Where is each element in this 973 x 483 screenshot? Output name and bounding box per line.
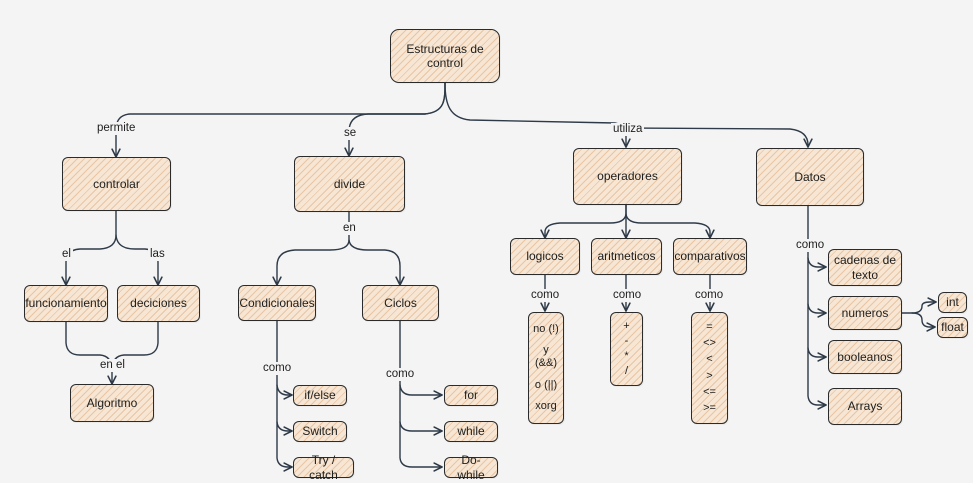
- logicos-node: logicos: [510, 238, 580, 275]
- connector: [399, 421, 443, 472]
- numeros-item-int: int: [938, 292, 967, 313]
- edge-label-las: las: [148, 248, 167, 261]
- numeros-item-float: float: [937, 317, 968, 338]
- edge-label-como-logicos: como: [529, 289, 562, 302]
- divide-node: divide: [294, 156, 405, 212]
- edge-label-como-ciclos: como: [384, 368, 417, 381]
- cond-item-try-catch: Try / catch: [293, 453, 354, 482]
- edge-label-como-aritmeticos: como: [611, 289, 644, 302]
- comparativos-item: >: [706, 369, 713, 382]
- edge-label-utiliza: utiliza: [611, 123, 645, 136]
- edge-label-como-condicionales: como: [261, 362, 294, 375]
- logicos-item: o (||): [534, 378, 558, 391]
- aritmeticos-items-box: + - * /: [610, 312, 643, 386]
- connector: [276, 320, 293, 400]
- connector: [625, 213, 715, 239]
- edge-label-en-el: en el: [98, 359, 127, 372]
- connector: [807, 205, 827, 272]
- deciciones-node: deciciones: [117, 285, 200, 322]
- comparativos-item: <>: [703, 336, 716, 349]
- ciclo-item-while: while: [444, 421, 498, 442]
- edge-label-el: el: [60, 248, 73, 261]
- connector: [625, 127, 813, 148]
- logicos-item: no (!): [533, 323, 559, 335]
- edge-label-se: se: [342, 127, 359, 140]
- aritmeticos-item: -: [624, 334, 629, 347]
- connector: [276, 421, 293, 472]
- connector: [344, 82, 446, 157]
- aritmeticos-item: +: [623, 319, 630, 332]
- logicos-items-box: no (!) y (&&) o (||) xorg: [528, 312, 564, 424]
- comparativos-item: >=: [703, 402, 716, 415]
- logicos-item: y (&&): [535, 344, 557, 370]
- edge-label-como-comparativos: como: [693, 289, 726, 302]
- connector: [540, 204, 627, 239]
- connector: [61, 210, 117, 286]
- edge-label-en: en: [341, 222, 358, 235]
- comparativos-item: <=: [703, 385, 716, 398]
- cond-item-if-else: if/else: [293, 385, 347, 406]
- operadores-node: operadores: [573, 148, 682, 205]
- comparativos-items-box: = <> < > <= >=: [691, 312, 728, 424]
- aritmeticos-node: aritmeticos: [591, 238, 662, 275]
- connector: [444, 82, 631, 148]
- datos-item-cadenas: cadenas de texto: [828, 249, 902, 286]
- root-node: Estructuras de control: [390, 29, 500, 83]
- aritmeticos-item: /: [624, 364, 629, 377]
- algoritmo-node: Algoritmo: [70, 384, 154, 422]
- connector: [807, 347, 827, 410]
- comparativos-item: =: [706, 320, 713, 333]
- controlar-node: controlar: [62, 157, 171, 211]
- datos-item-booleanos: booleanos: [828, 340, 902, 374]
- datos-item-numeros: numeros: [828, 296, 902, 330]
- datos-node: Datos: [756, 148, 864, 206]
- edge-label-permite: permite: [95, 122, 138, 135]
- condicionales-node: Condicionales: [238, 285, 316, 321]
- connector: [111, 82, 446, 158]
- connector: [399, 320, 443, 400]
- cond-item-switch: Switch: [293, 421, 347, 442]
- connector: [272, 211, 350, 286]
- connector: [911, 312, 936, 332]
- aritmeticos-item: *: [624, 349, 629, 362]
- edge-label-como-datos: como: [794, 239, 827, 252]
- datos-item-arrays: Arrays: [828, 388, 902, 425]
- ciclos-node: Ciclos: [362, 285, 439, 321]
- comparativos-item: <: [706, 353, 713, 366]
- connector: [807, 257, 827, 318]
- connector: [399, 384, 443, 436]
- connector: [901, 297, 937, 314]
- ciclo-item-for: for: [444, 385, 498, 406]
- ciclo-item-do-while: Do-while: [444, 453, 498, 482]
- comparativos-node: comparativos: [673, 238, 747, 275]
- connector: [65, 321, 117, 385]
- connector: [348, 239, 405, 286]
- logicos-item: xorg: [535, 399, 557, 412]
- connector: [807, 303, 827, 362]
- funcionamiento-node: funcionamiento: [24, 285, 108, 322]
